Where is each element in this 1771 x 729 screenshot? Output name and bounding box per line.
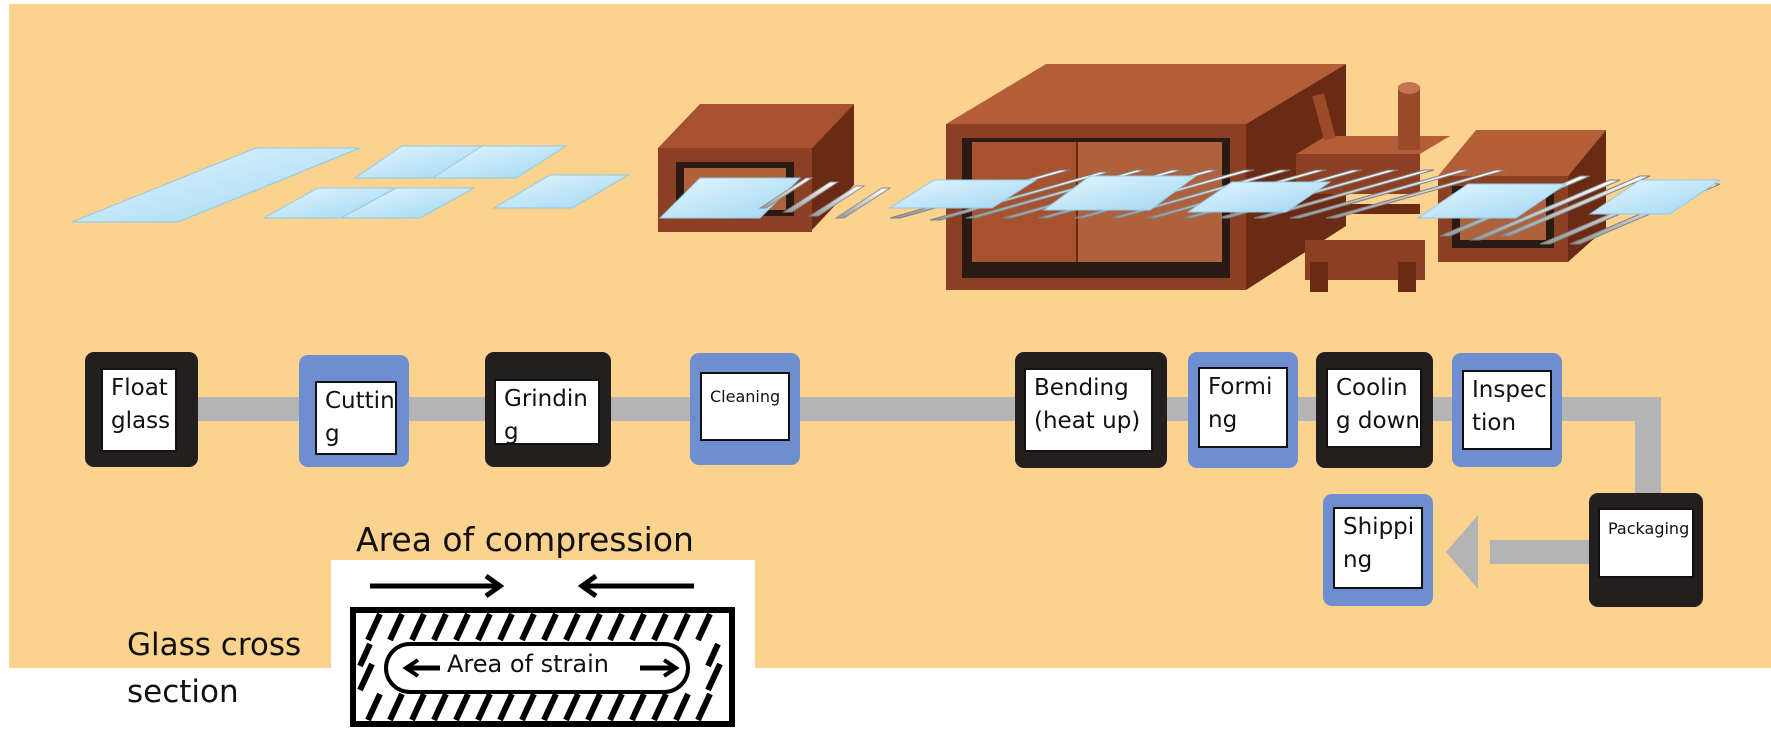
- step-packaging-label: Packaging: [1598, 508, 1694, 578]
- step-forming-label: Forming: [1198, 367, 1288, 448]
- cleaning-machine: [658, 104, 854, 232]
- strain-label: Area of strain: [447, 650, 609, 678]
- step-packaging: Packaging: [1589, 493, 1703, 607]
- step-inspection-label: Inspection: [1462, 370, 1552, 450]
- roller-conveyor: [758, 177, 892, 219]
- step-grinding: Grinding: [485, 352, 611, 467]
- step-inspection: Inspection: [1452, 353, 1562, 467]
- step-forming: Forming: [1188, 352, 1298, 468]
- step-float-glass-label: Float glass: [101, 368, 177, 452]
- glass-sheets: [71, 145, 630, 223]
- step-cleaning: Cleaning: [690, 353, 800, 465]
- step-cooling-label: Cooling down: [1326, 368, 1422, 448]
- step-grinding-label: Grinding: [494, 379, 600, 445]
- cross-section-caption: Glass cross section: [127, 627, 302, 710]
- step-cleaning-label: Cleaning: [700, 372, 790, 441]
- compression-title: Area of compression: [356, 520, 694, 559]
- flow-arrow-left-icon: [1446, 515, 1478, 589]
- step-shipping-label: Shipping: [1333, 507, 1423, 589]
- cross-section-diagram: [331, 560, 755, 729]
- step-cutting-label: Cutting: [315, 381, 397, 455]
- step-float-glass: Float glass: [85, 352, 198, 467]
- strain-zone: [384, 642, 690, 694]
- step-bending-label: Bending (heat up): [1024, 368, 1153, 452]
- glass-on-conveyor: [888, 175, 1722, 219]
- step-cutting: Cutting: [299, 355, 409, 467]
- step-bending: Bending (heat up): [1015, 352, 1167, 468]
- step-shipping: Shipping: [1323, 494, 1433, 606]
- step-cooling: Cooling down: [1316, 352, 1433, 468]
